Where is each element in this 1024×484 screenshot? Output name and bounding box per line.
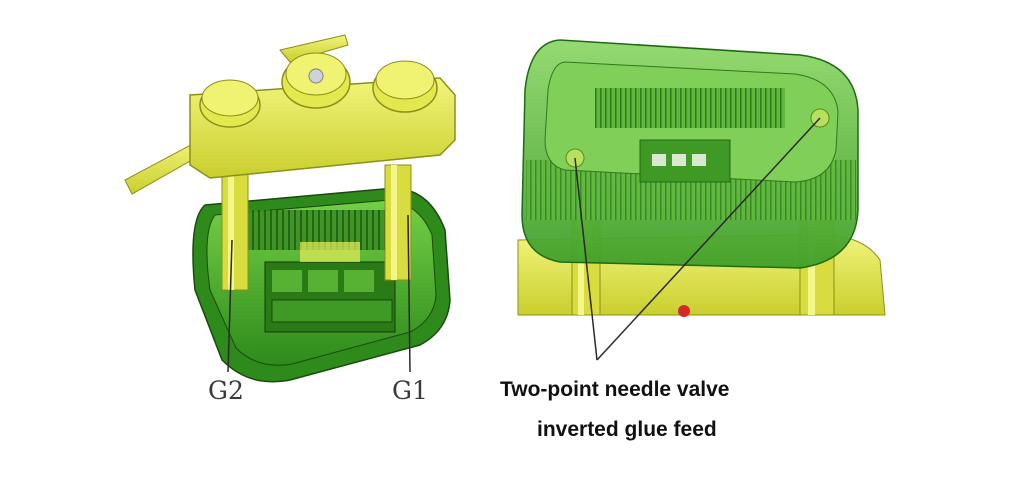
g2-label: G2 — [208, 376, 244, 405]
needle-valve-leader-2 — [596, 117, 821, 361]
g1-leader-line — [407, 214, 411, 373]
nozzle-pillars — [221, 164, 412, 291]
caption-line-2: inverted glue feed — [537, 418, 717, 441]
right-green-part — [521, 39, 859, 269]
left-panel: G2 G1 — [124, 34, 456, 405]
g2-leader-line — [227, 239, 233, 373]
g1-label: G1 — [392, 376, 428, 405]
needle-valve-leader-1 — [574, 157, 598, 361]
right-panel: Two-point needle valve inverted glue fee… — [500, 39, 886, 441]
valve-cylinders — [199, 52, 438, 128]
caption-line-1: Two-point needle valve — [500, 378, 729, 401]
